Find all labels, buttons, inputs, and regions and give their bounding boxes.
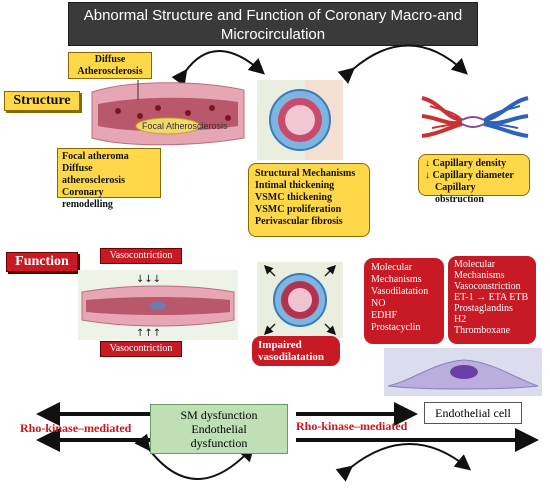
mechanism-item: VSMC proliferation <box>255 204 342 215</box>
et-pathway: ET-1 → ETA ETB <box>454 292 529 303</box>
vasodilatation-item: Molecular <box>371 262 413 273</box>
focal-atherosclerosis-caption: Focal Atherosclerosis <box>142 121 228 131</box>
top-right-curved-arrow <box>337 44 468 84</box>
svg-text:↓↓↓: ↓↓↓ <box>136 274 161 285</box>
sm-dysfunction-line: dysfunction <box>190 436 248 450</box>
rho-kinase-left-label: Rho-kinase–mediated <box>20 421 132 435</box>
vasodilatation-item: NO <box>371 298 386 309</box>
svg-text:↑↑↑: ↑↑↑ <box>136 328 161 339</box>
mechanism-item: VSMC thickening <box>255 192 332 203</box>
mechanism-item: Intimal thickening <box>255 180 335 191</box>
vasoconstriction-bottom-label: Vasocontriction <box>100 341 182 357</box>
endothelial-cell-box: Endothelial cell <box>424 402 522 424</box>
focal-atherosclerosis-vessel <box>91 80 245 146</box>
mechanism-item: Structural Mechanisms <box>255 168 356 179</box>
macro-item: Diffuse <box>62 163 93 174</box>
capillary-network-image <box>421 96 529 138</box>
capillary-item: Capillary obstruction <box>435 182 484 205</box>
macro-item: atherosclerosis <box>62 175 125 186</box>
vasoconstriction-item: Molecular <box>454 259 496 270</box>
vasodilatation-item: EDHF <box>371 310 398 321</box>
impaired-vasodilatation-box: Impaired vasodilatation <box>252 336 340 366</box>
macro-item: Coronary remodelling <box>62 187 113 210</box>
function-label: Function <box>6 252 78 272</box>
constricted-vessel-image: ↓↓↓ ↑↑↑ <box>78 270 238 340</box>
bottom-right-curved-arrow <box>335 443 472 482</box>
vasoconstriction-item: Vasoconstriction <box>454 281 521 292</box>
vasodilatation-mechanisms-box: Molecular Mechanisms Vasodilatation NO E… <box>364 258 444 344</box>
vasoconstriction-item: Prostaglandins <box>454 303 513 314</box>
right-arrow-icon: → <box>476 292 487 303</box>
sm-dysfunction-line: Endothelial <box>191 422 247 436</box>
vessel-cross-section-panel <box>257 80 343 160</box>
structure-label: Structure <box>4 91 80 111</box>
capillary-changes-box: ↓ Capillary density ↓ Capillary diameter… <box>418 154 530 205</box>
vasodilatation-item: Vasodilatation <box>371 286 429 297</box>
top-left-curved-arrow <box>171 50 265 87</box>
impaired-cross-section-panel <box>257 262 343 338</box>
vasoconstriction-item: Thromboxane <box>454 325 511 336</box>
capillary-item: ↓ Capillary diameter <box>425 170 514 181</box>
macro-item: Focal atheroma <box>62 151 129 162</box>
mechanism-item: Perivascular fibrosis <box>255 216 343 227</box>
vasoconstriction-item: H2 <box>454 314 467 325</box>
vasodilatation-item: Mechanisms <box>371 274 422 285</box>
macro-structure-list: Focal atheroma Diffuse atherosclerosis C… <box>57 148 161 210</box>
vasodilatation-item: Prostacyclin <box>371 322 421 333</box>
page-title: Abnormal Structure and Function of Coron… <box>68 2 478 46</box>
capillary-item: ↓ Capillary density <box>425 158 507 169</box>
vasoconstriction-item: Mechanisms <box>454 270 505 281</box>
vasoconstriction-top-label: Vasocontriction <box>100 248 182 264</box>
diffuse-atherosclerosis-label: Diffuse Atherosclerosis <box>68 52 152 79</box>
rho-kinase-right-label: Rho-kinase–mediated <box>296 419 408 433</box>
endothelial-cell-image <box>384 348 542 396</box>
down-arrow-icon: ↓ <box>425 158 433 169</box>
down-arrow-icon: ↓ <box>425 170 433 181</box>
bottom-left-curved-arrow <box>134 433 255 480</box>
sm-dysfunction-line: SM dysfunction <box>180 408 258 422</box>
vasoconstriction-mechanisms-box: Molecular Mechanisms Vasoconstriction ET… <box>448 256 536 344</box>
structural-mechanisms-box: Structural Mechanisms Intimal thickening… <box>248 163 370 237</box>
sm-dysfunction-box: SM dysfunction Endothelial dysfunction <box>150 404 288 454</box>
